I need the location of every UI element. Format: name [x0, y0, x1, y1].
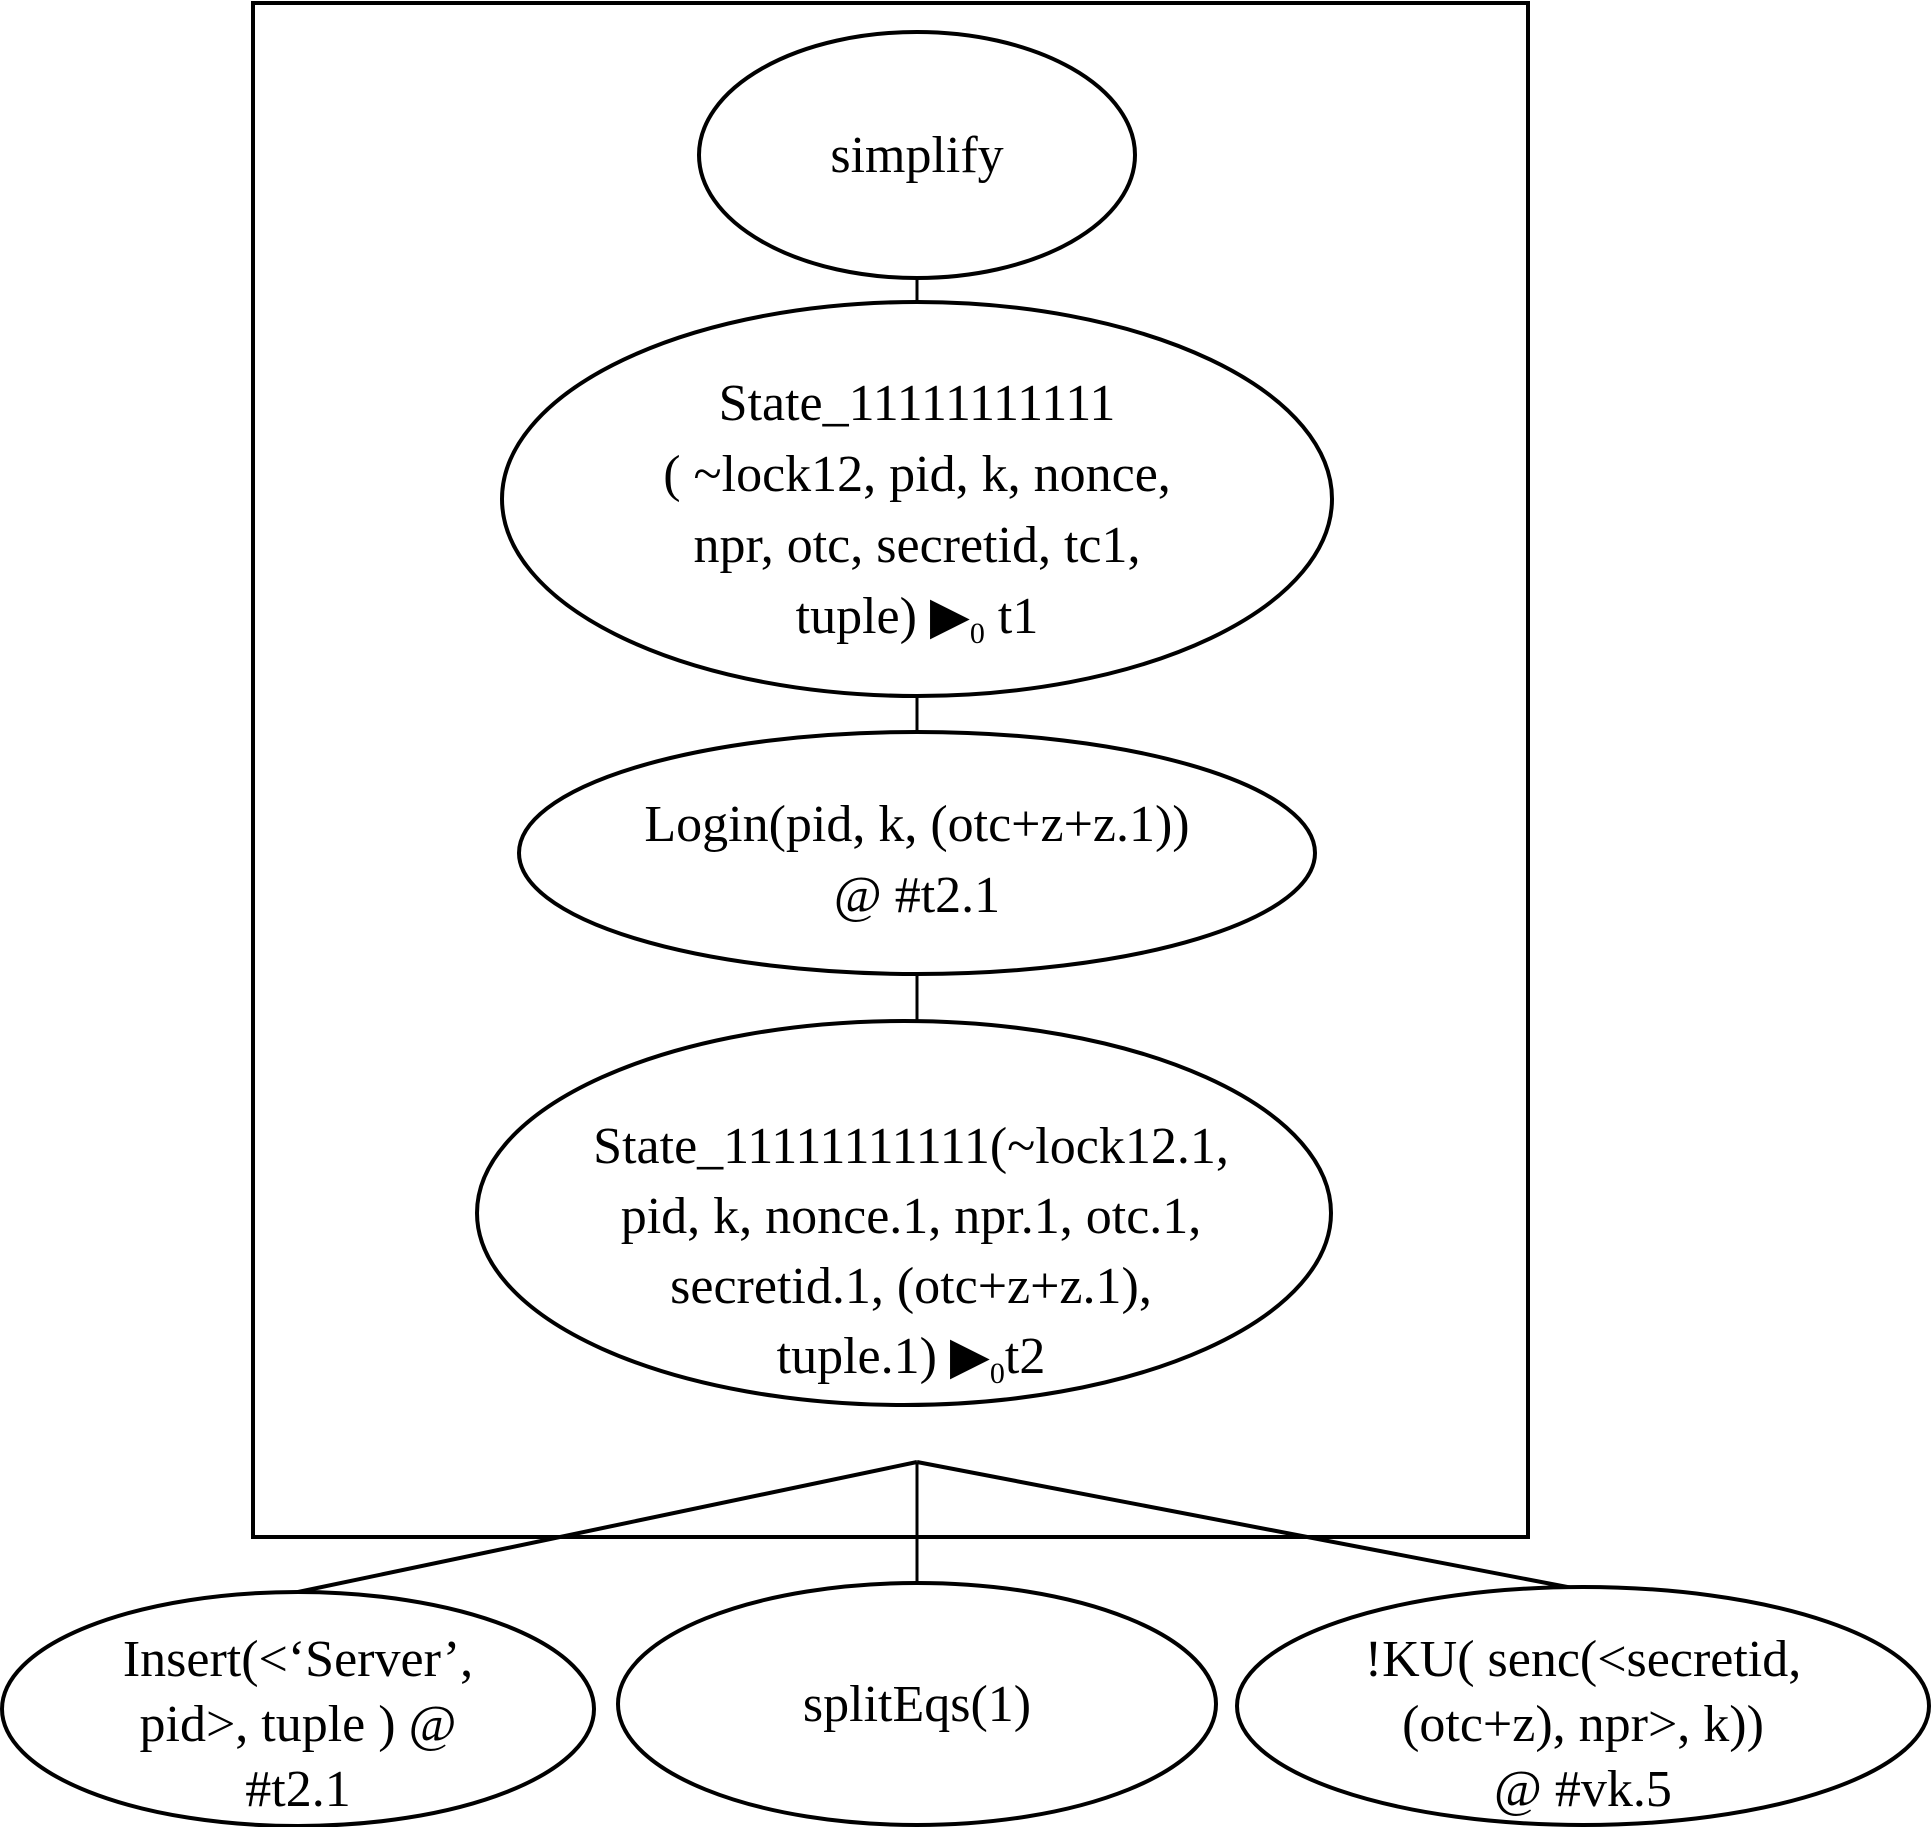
node-spliteqs[interactable]: splitEqs(1) [616, 1581, 1218, 1827]
triangle-right-icon: ▶ [930, 588, 970, 645]
edge-state2-insert [297, 1460, 918, 1594]
node-login-line-1: Login(pid, k, (otc+z+z.1)) [644, 796, 1189, 853]
node-state2-line-2: pid, k, nonce.1, npr.1, otc.1, [621, 1188, 1202, 1245]
node-state1-subscript: 0 [970, 617, 985, 650]
node-state1-line-1: State_11111111111 [719, 375, 1116, 432]
node-state2-line-1: State_11111111111(~lock12.1, [593, 1118, 1229, 1175]
node-state1-line-4-prefix: tuple) [796, 588, 930, 645]
node-state2[interactable]: State_11111111111(~lock12.1, pid, k, non… [475, 1019, 1333, 1407]
node-state2-shape [475, 1019, 1333, 1407]
triangle-right-icon: ▶ [950, 1328, 990, 1385]
node-insert[interactable]: Insert(<‘Server’, pid>, tuple ) @ #t2.1 [0, 1590, 596, 1827]
node-state2-line-3: secretid.1, (otc+z+z.1), [670, 1258, 1152, 1315]
node-insert-line-2: pid>, tuple ) @ [140, 1696, 457, 1753]
node-ku-line-2: (otc+z), npr>, k)) [1402, 1696, 1764, 1753]
group-box [251, 1, 1530, 1539]
node-state2-line-4: tuple.1) ▶0t2 [777, 1328, 1046, 1390]
node-insert-shape [0, 1590, 596, 1827]
node-simplify-shape [697, 30, 1137, 280]
edge-state2-ku [916, 1460, 1584, 1592]
node-spliteqs-shape [616, 1581, 1218, 1827]
node-state1-line-4: tuple) ▶0 t1 [796, 588, 1039, 650]
node-insert-line-1: Insert(<‘Server’, [123, 1631, 473, 1688]
node-ku-line-3: @ #vk.5 [1494, 1761, 1672, 1818]
node-state1[interactable]: State_11111111111 ( ~lock12, pid, k, non… [500, 300, 1334, 698]
node-spliteqs-label: splitEqs(1) [803, 1676, 1031, 1733]
node-state1-line-4-suffix: t1 [985, 588, 1038, 645]
node-state2-line-4-suffix: t2 [1005, 1328, 1045, 1385]
node-state1-line-2: ( ~lock12, pid, k, nonce, [663, 446, 1171, 503]
node-ku[interactable]: !KU( senc(<secretid, (otc+z), npr>, k)) … [1235, 1585, 1931, 1827]
node-login-shape [517, 730, 1317, 976]
node-insert-line-3: #t2.1 [245, 1761, 350, 1818]
node-login[interactable]: Login(pid, k, (otc+z+z.1)) @ #t2.1 [517, 730, 1317, 976]
node-state1-shape [500, 300, 1334, 698]
node-state1-line-3: npr, otc, secretid, tc1, [694, 517, 1141, 574]
node-ku-shape [1235, 1585, 1931, 1827]
node-state2-subscript: 0 [990, 1357, 1005, 1390]
node-simplify[interactable]: simplify [697, 30, 1137, 280]
node-state2-line-4-prefix: tuple.1) [777, 1328, 950, 1385]
node-ku-line-1: !KU( senc(<secretid, [1365, 1631, 1801, 1688]
node-login-line-2: @ #t2.1 [834, 867, 1000, 924]
node-simplify-label: simplify [830, 127, 1003, 184]
